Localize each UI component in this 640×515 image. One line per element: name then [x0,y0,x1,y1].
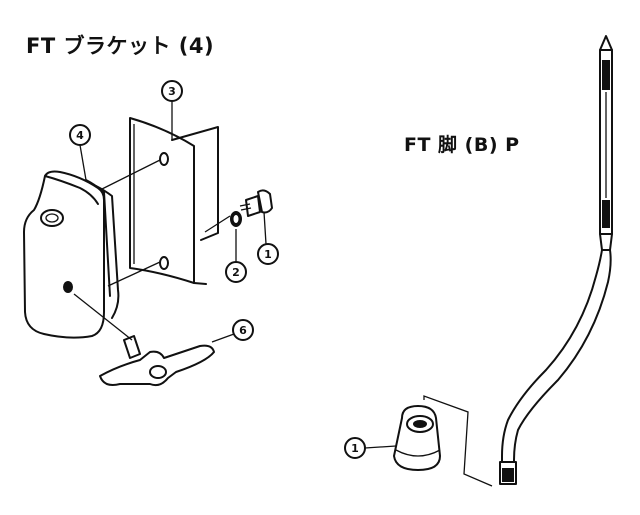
callout-3: 3 [161,80,183,140]
callout-2: 2 [225,229,247,283]
assembly-lines-leg [423,395,493,487]
callout-4: 4 [69,124,91,181]
callout-6: 6 [232,319,254,341]
leg-rod [499,35,613,485]
assembly-lines-bracket [73,159,231,341]
holder-body [23,170,120,339]
callout-1-screw-label: 1 [264,248,272,261]
leg-section-title: FT 脚 (B) P [404,134,520,156]
callout-1-screw: 1 [257,211,279,265]
bracket-plate [129,117,219,285]
callout-2-label: 2 [232,266,240,279]
bracket-section-title: FT ブラケット (4) [26,34,215,58]
screw-part [239,189,273,217]
callout-3-label: 3 [168,85,176,98]
callout-6-label: 6 [239,324,247,337]
callout-4-label: 4 [76,129,84,142]
washer-part [230,211,242,227]
foot-cap-part [393,405,441,471]
callout-1-cap: 1 [344,437,397,459]
callout-1-cap-label: 1 [351,442,359,455]
wing-bolt-part [99,333,235,387]
